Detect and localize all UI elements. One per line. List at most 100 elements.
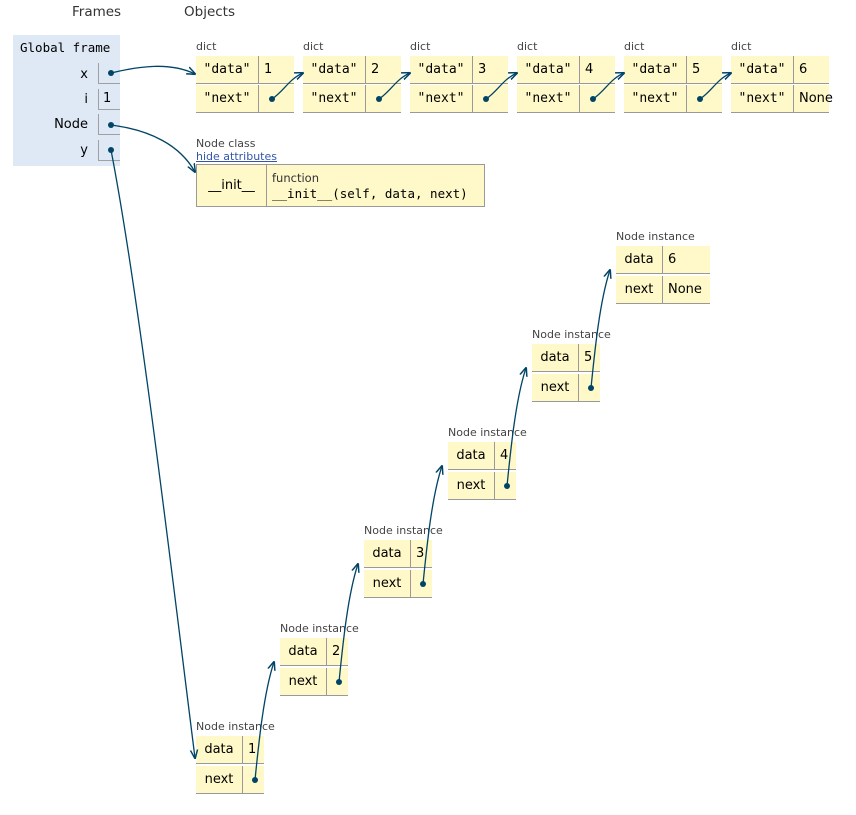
node-next-arrow — [338, 564, 358, 683]
node-key-data: data — [364, 540, 410, 568]
dict-value-next: None — [793, 85, 833, 113]
function-label: function — [272, 171, 319, 185]
var-cell-node — [98, 114, 120, 135]
node-value-next: None — [662, 276, 710, 304]
dict-key-data: "data" — [517, 56, 579, 84]
node-row-data: data 1 — [196, 736, 264, 764]
dict-type-label: dict — [303, 40, 324, 53]
arrow-node-to-class — [110, 124, 195, 172]
dict-key-next: "next" — [303, 85, 365, 113]
dict-row-data: "data" 2 — [303, 56, 401, 84]
var-name-node: Node — [54, 117, 88, 132]
dict-type-label: dict — [731, 40, 752, 53]
node-instance-label: Node instance — [616, 230, 695, 243]
dict-key-next: "next" — [624, 85, 686, 113]
dict-key-data: "data" — [624, 56, 686, 84]
node-key-data: data — [616, 246, 662, 274]
node-next-arrow — [506, 368, 526, 487]
arrow-y-to-instance — [110, 149, 195, 758]
global-frame: Global frame x i 1 Node y — [13, 35, 120, 166]
frames-header: Frames — [72, 4, 122, 20]
node-key-next: next — [532, 374, 578, 402]
node-key-next: next — [364, 570, 410, 598]
node-key-data: data — [448, 442, 494, 470]
dict-value-next — [579, 85, 615, 113]
node-key-next: next — [616, 276, 662, 304]
var-cell-y — [98, 140, 120, 161]
dict-row-data: "data" 5 — [624, 56, 722, 84]
node-row-data: data 5 — [532, 344, 600, 372]
dict-type-label: dict — [410, 40, 431, 53]
dict-value-data: 5 — [686, 56, 722, 84]
dict-row-next: "next" — [517, 85, 615, 113]
dict-row-next: "next" — [410, 85, 508, 113]
function-signature: __init__(self, data, next) — [272, 186, 468, 201]
node-next-arrow — [590, 270, 610, 389]
dict-value-next — [472, 85, 508, 113]
dict-next-arrow — [699, 73, 731, 100]
dict-key-data: "data" — [303, 56, 365, 84]
node-key-next: next — [448, 472, 494, 500]
dict-type-label: dict — [517, 40, 538, 53]
node-value-data: 6 — [662, 246, 710, 274]
init-attr-name: __init__ — [197, 165, 267, 206]
dict-next-arrow — [378, 73, 410, 100]
dict-value-data: 2 — [365, 56, 401, 84]
dict-row-next: "next" None — [731, 85, 833, 113]
dict-value-data: 1 — [258, 56, 294, 84]
objects-header: Objects — [184, 4, 236, 20]
node-row-next: next None — [616, 276, 710, 304]
dict-value-data: 6 — [793, 56, 829, 84]
dict-key-next: "next" — [731, 85, 793, 113]
dict-next-arrow — [271, 73, 303, 100]
node-class-label: Node class — [196, 137, 256, 150]
dict-type-label: dict — [624, 40, 645, 53]
dict-next-arrow — [592, 73, 624, 100]
node-instance-label: Node instance — [280, 622, 359, 635]
dict-row-data: "data" 1 — [196, 56, 294, 84]
dict-key-data: "data" — [196, 56, 258, 84]
node-key-data: data — [280, 638, 326, 666]
var-name-i: i — [84, 92, 88, 107]
node-row-next: next — [196, 766, 264, 794]
var-cell-x — [98, 63, 120, 84]
dict-row-data: "data" 6 — [731, 56, 829, 84]
node-row-data: data 6 — [616, 246, 710, 274]
dict-value-data: 3 — [472, 56, 508, 84]
node-row-data: data 4 — [448, 442, 516, 470]
node-key-next: next — [196, 766, 242, 794]
dict-row-next: "next" — [303, 85, 401, 113]
dict-next-arrow — [485, 73, 517, 100]
hide-attributes-link[interactable]: hide attributes — [196, 150, 277, 163]
node-instance-label: Node instance — [448, 426, 527, 439]
arrow-x-to-dict — [110, 65, 195, 74]
dict-key-next: "next" — [517, 85, 579, 113]
node-next-arrow — [422, 466, 442, 585]
node-key-data: data — [532, 344, 578, 372]
node-instance-label: Node instance — [196, 720, 275, 733]
dict-value-data: 4 — [579, 56, 615, 84]
global-frame-title: Global frame — [20, 40, 111, 55]
node-row-next: next — [532, 374, 600, 402]
node-key-data: data — [196, 736, 242, 764]
dict-key-data: "data" — [410, 56, 472, 84]
dict-value-next — [365, 85, 401, 113]
dict-row-data: "data" 3 — [410, 56, 508, 84]
var-name-y: y — [80, 143, 88, 158]
dict-type-label: dict — [196, 40, 217, 53]
node-row-data: data 3 — [364, 540, 432, 568]
var-cell-i: 1 — [98, 89, 120, 110]
dict-row-data: "data" 4 — [517, 56, 615, 84]
node-next-arrow — [254, 662, 274, 781]
dict-key-next: "next" — [196, 85, 258, 113]
var-value-i: 1 — [103, 91, 112, 106]
dict-value-next — [258, 85, 294, 113]
dict-key-data: "data" — [731, 56, 793, 84]
node-instance-label: Node instance — [532, 328, 611, 341]
node-row-next: next — [448, 472, 516, 500]
node-class-box: __init__ function __init__(self, data, n… — [196, 164, 485, 207]
dict-row-next: "next" — [624, 85, 722, 113]
node-key-next: next — [280, 668, 326, 696]
dict-row-next: "next" — [196, 85, 294, 113]
